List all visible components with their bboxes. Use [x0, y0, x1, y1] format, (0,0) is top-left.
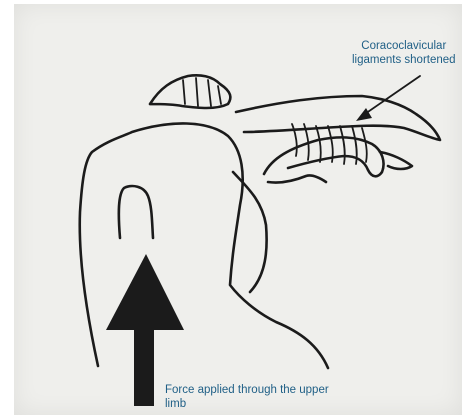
- scapula-curve: [233, 172, 267, 292]
- coracoid-tip: [380, 152, 412, 169]
- acromion-hatching: [183, 78, 221, 106]
- ligament-label-line2: ligaments shortened: [352, 53, 456, 67]
- ligament-label-line1: Coracoclavicular: [352, 39, 456, 53]
- force-label-line2: limb: [165, 397, 329, 411]
- force-arrow-shaft: [134, 328, 154, 406]
- force-label: Force applied through the upper limb: [165, 383, 329, 411]
- force-label-line1: Force applied through the upper: [165, 383, 329, 397]
- ligament-label: Coracoclavicular ligaments shortened: [352, 39, 456, 67]
- humerus-notch: [119, 186, 153, 238]
- coracoid-lower-curve: [268, 175, 326, 182]
- clavicle: [236, 96, 440, 140]
- force-arrow-head: [106, 254, 184, 330]
- humerus-outline: [80, 123, 328, 368]
